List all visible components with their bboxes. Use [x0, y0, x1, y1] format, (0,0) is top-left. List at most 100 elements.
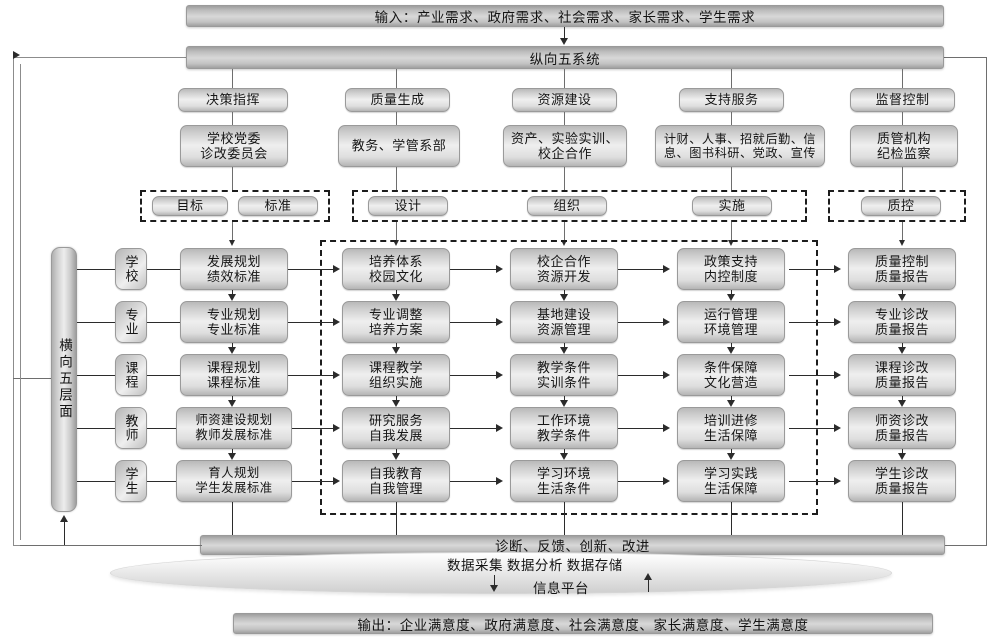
- matrix-cell-r3-c3[interactable]: 培训进修 生活保障: [677, 407, 785, 449]
- phase-3[interactable]: 组织: [527, 196, 607, 216]
- row1-arrow-c0-c1-line: [288, 322, 334, 324]
- matrix-cell-r1-c3[interactable]: 运行管理 环境管理: [677, 301, 785, 343]
- matrix-cell-r1-c4[interactable]: 专业诊改 质量报告: [848, 301, 956, 343]
- system-dept-0[interactable]: 学校党委 诊改委员会: [180, 125, 288, 167]
- col2-chain-arrow-2: [560, 400, 568, 407]
- system-head-4[interactable]: 监督控制: [850, 88, 955, 112]
- col0-chain-arrow-2: [228, 400, 236, 407]
- matrix-cell-r2-c2[interactable]: 教学条件 实训条件: [510, 354, 618, 396]
- phase-0-label: 目标: [176, 198, 204, 214]
- matrix-cell-r3-c4[interactable]: 师资诊改 质量报告: [848, 407, 956, 449]
- phase-drop-2: [564, 222, 565, 241]
- matrix-cell-r2-c2-line1: 实训条件: [536, 375, 591, 390]
- row2-arrow-c3-c4: [834, 371, 841, 379]
- matrix-cell-r3-c1[interactable]: 研究服务 自我发展: [342, 407, 450, 449]
- layer-tag-0-label: 学校: [123, 255, 139, 283]
- vertical-systems-bar: 纵向五系统: [186, 46, 944, 69]
- horizontal-layers-label: 横向五层面: [57, 338, 72, 421]
- system-head-0[interactable]: 决策指挥: [178, 88, 288, 112]
- layer-tag-2[interactable]: 课程: [115, 354, 147, 396]
- matrix-cell-r1-c2-line1: 资源管理: [536, 322, 591, 337]
- system-head-1[interactable]: 质量生成: [345, 88, 450, 112]
- matrix-cell-r0-c1[interactable]: 培养体系 校园文化: [342, 248, 450, 290]
- phase-1-label: 标准: [264, 198, 292, 214]
- row3-arrow-c0-c1-line: [292, 428, 334, 430]
- feedback-into-layers-arrow: [60, 515, 68, 522]
- matrix-cell-r0-c0-line1: 绩效标准: [206, 269, 261, 284]
- matrix-cell-r2-c1-line0: 课程教学: [368, 359, 423, 375]
- matrix-cell-r4-c3[interactable]: 学习实践 生活保障: [677, 460, 785, 502]
- layer-tag-3[interactable]: 教师: [115, 407, 147, 449]
- phase-0[interactable]: 目标: [152, 196, 228, 216]
- matrix-cell-r3-c2-line0: 工作环境: [536, 412, 591, 428]
- system-dept-1[interactable]: 教务、学管系部: [338, 125, 460, 167]
- matrix-cell-r0-c1-line0: 培养体系: [368, 253, 423, 269]
- system-dept-2-line-1: 校企合作: [537, 146, 592, 161]
- matrix-cell-r3-c2-line1: 教学条件: [536, 428, 591, 443]
- layer-tag-1-label: 专业: [123, 308, 139, 336]
- row4-arrow-c1-c2: [496, 477, 503, 485]
- layer-tag-0[interactable]: 学校: [115, 248, 147, 290]
- phase-1[interactable]: 标准: [238, 196, 318, 216]
- matrix-cell-r4-c4[interactable]: 学生诊改 质量报告: [848, 460, 956, 502]
- system-head-2[interactable]: 资源建设: [512, 88, 617, 112]
- matrix-cell-r3-c0[interactable]: 师资建设规划 教师发展标准: [176, 407, 292, 449]
- col1-chain-arrow-3: [392, 453, 400, 460]
- matrix-cell-r1-c3-line0: 运行管理: [703, 306, 758, 322]
- layer-tag-4-label: 学生: [123, 467, 139, 495]
- col0-chain-arrow-3: [228, 453, 236, 460]
- matrix-cell-r0-c2[interactable]: 校企合作 资源开发: [510, 248, 618, 290]
- layer-tag-1[interactable]: 专业: [115, 301, 147, 343]
- system-dept-2[interactable]: 资产、实验实训、 校企合作: [503, 125, 627, 167]
- col2-chain-arrow-1: [560, 347, 568, 354]
- dept-phase-line-2: [564, 167, 565, 190]
- frame-arrow-into-system-left: [13, 51, 20, 59]
- matrix-cell-r0-c0[interactable]: 发展规划 绩效标准: [180, 248, 288, 290]
- system-dept-2-line-0: 资产、实验实训、: [510, 130, 619, 146]
- matrix-cell-r1-c1[interactable]: 专业调整 培养方案: [342, 301, 450, 343]
- matrix-cell-r0-c3[interactable]: 政策支持 内控制度: [677, 248, 785, 290]
- matrix-cell-r1-c3-line1: 环境管理: [703, 322, 758, 337]
- matrix-cell-r3-c3-line1: 生活保障: [703, 428, 758, 443]
- matrix-cell-r2-c3[interactable]: 条件保障 文化营造: [677, 354, 785, 396]
- phase-4[interactable]: 实施: [692, 196, 772, 216]
- matrix-cell-r0-c4-line1: 质量报告: [874, 269, 929, 284]
- feedback-left-stub: [20, 545, 202, 546]
- matrix-cell-r0-c4[interactable]: 质量控制 质量报告: [848, 248, 956, 290]
- row0-arrow-c1-c2: [496, 265, 503, 273]
- system-head-3[interactable]: 支持服务: [679, 88, 784, 112]
- matrix-cell-r3-c1-line0: 研究服务: [368, 412, 423, 428]
- row1-arrow-c0-c1: [333, 318, 340, 326]
- system-dept-3[interactable]: 计财、人事、招就后勤、信 息、图书科研、党政、宣传: [655, 125, 825, 167]
- row1-arrow-c1-c2: [496, 318, 503, 326]
- matrix-cell-r3-c2[interactable]: 工作环境 教学条件: [510, 407, 618, 449]
- feedback-right-stub: [945, 545, 987, 546]
- vbar-tag-line-3: [77, 428, 115, 430]
- matrix-cell-r4-c2[interactable]: 学习环境 生活条件: [510, 460, 618, 502]
- phase-drop-4: [902, 222, 903, 241]
- information-platform-shape: [110, 552, 892, 594]
- matrix-cell-r1-c2[interactable]: 基地建设 资源管理: [510, 301, 618, 343]
- matrix-cell-r1-c0[interactable]: 专业规划 专业标准: [180, 301, 288, 343]
- col4-chain-arrow-2: [898, 400, 906, 407]
- vbar-tag-line-0: [77, 269, 115, 271]
- matrix-cell-r4-c1[interactable]: 自我教育 自我管理: [342, 460, 450, 502]
- matrix-cell-r4-c0[interactable]: 育人规划 学生发展标准: [176, 460, 292, 502]
- matrix-cell-r2-c1[interactable]: 课程教学 组织实施: [342, 354, 450, 396]
- phase-5[interactable]: 质控: [861, 196, 941, 216]
- col1-chain-arrow-0: [392, 294, 400, 301]
- sys-drop-2: [396, 69, 397, 89]
- row2-arrow-c0-c1-line: [288, 375, 334, 377]
- row4-arrow-c1-c2-line: [450, 481, 496, 483]
- matrix-cell-r3-c1-line1: 自我发展: [368, 428, 423, 443]
- col1-chain-bottom: [396, 502, 398, 546]
- row4-arrow-c3-c4: [834, 477, 841, 485]
- phase-2[interactable]: 设计: [368, 196, 448, 216]
- matrix-cell-r2-c4[interactable]: 课程诊改 质量报告: [848, 354, 956, 396]
- layer-tag-4[interactable]: 学生: [115, 460, 147, 502]
- matrix-cell-r2-c4-line1: 质量报告: [874, 375, 929, 390]
- matrix-cell-r2-c0[interactable]: 课程规划 课程标准: [180, 354, 288, 396]
- sys-drop-1: [232, 69, 233, 89]
- system-dept-4[interactable]: 质管机构 纪检监察: [850, 125, 958, 167]
- col0-chain-1: [232, 343, 234, 349]
